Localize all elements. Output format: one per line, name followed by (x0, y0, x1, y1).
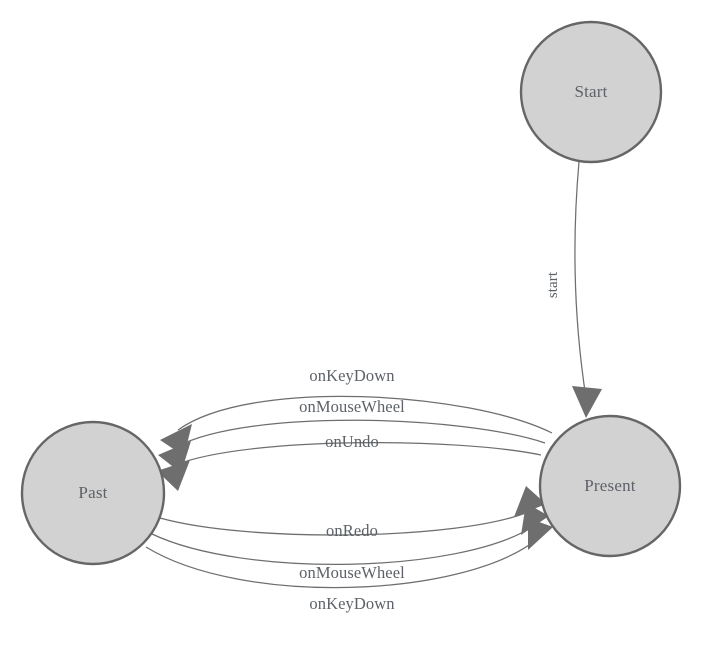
edge-past-to-present-onredo-arrowhead (514, 486, 546, 517)
edge-start-to-present-path (574, 161, 587, 399)
edge-label-present-past-onmousewheel: onMouseWheel (299, 397, 405, 416)
edge-label-past-present-onredo: onRedo (326, 521, 378, 540)
edge-present-to-past-onundo[interactable]: onUndo (157, 432, 542, 491)
edge-label-start: start (545, 271, 561, 298)
edge-past-to-present-onmousewheel-path (151, 526, 533, 566)
node-start-label: Start (574, 82, 607, 101)
node-present[interactable]: Present (538, 414, 682, 558)
edge-present-to-past-onmousewheel-path (175, 419, 546, 448)
edge-past-to-present-onkeydown[interactable]: onKeyDown (145, 518, 553, 613)
node-past-circle (20, 420, 166, 566)
node-start-circle (519, 20, 663, 164)
edge-start-to-present[interactable]: start (545, 161, 602, 418)
edge-past-to-present-onredo[interactable]: onRedo (159, 486, 546, 540)
edge-past-to-present-onredo-path (159, 511, 529, 536)
edge-past-to-present-onkeydown-arrowhead (528, 518, 553, 550)
edge-label-present-past-onkeydown: onKeyDown (309, 366, 394, 385)
edge-present-to-past-onundo-path (174, 441, 542, 466)
edge-past-to-present-onkeydown-path (145, 539, 537, 589)
node-past[interactable]: Past (20, 420, 166, 566)
edge-label-present-past-onundo: onUndo (325, 432, 379, 451)
node-present-circle (538, 414, 682, 558)
node-present-label: Present (584, 476, 636, 495)
edge-present-to-past-onkeydown-path (177, 395, 553, 434)
edge-past-to-present-onmousewheel[interactable]: onMouseWheel (151, 503, 549, 582)
edge-present-to-past-onundo-arrowhead (157, 460, 190, 491)
edge-label-past-present-onkeydown: onKeyDown (309, 594, 394, 613)
node-start[interactable]: Start (519, 20, 663, 164)
edge-label-past-present-onmousewheel: onMouseWheel (299, 563, 405, 582)
node-past-label: Past (78, 483, 107, 502)
edge-start-to-present-arrowhead (572, 386, 602, 418)
